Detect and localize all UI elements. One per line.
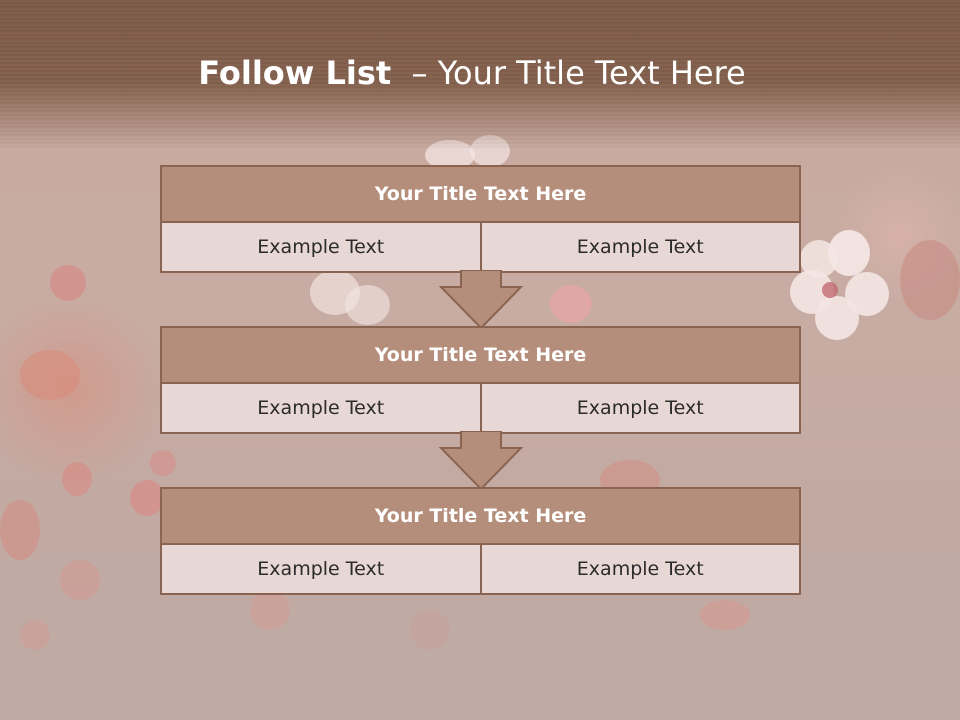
down-arrow-1 — [439, 270, 523, 330]
step-title: Your Title Text Here — [162, 328, 799, 384]
step-cell-left: Example Text — [162, 384, 480, 432]
step-row: Example Text Example Text — [162, 384, 799, 432]
step-row: Example Text Example Text — [162, 545, 799, 593]
title-bold: Follow List — [198, 54, 392, 92]
step-cell-right: Example Text — [479, 223, 799, 271]
slide-title: Follow List – Your Title Text Here — [0, 54, 944, 92]
header-band — [0, 0, 960, 150]
step-title: Your Title Text Here — [162, 167, 799, 223]
step-box-3: Your Title Text Here Example Text Exampl… — [160, 487, 801, 595]
title-rest: – Your Title Text Here — [391, 54, 746, 92]
step-box-2: Your Title Text Here Example Text Exampl… — [160, 326, 801, 434]
step-cell-right: Example Text — [479, 545, 799, 593]
step-cell-right: Example Text — [479, 384, 799, 432]
step-row: Example Text Example Text — [162, 223, 799, 271]
step-box-1: Your Title Text Here Example Text Exampl… — [160, 165, 801, 273]
down-arrow-2 — [439, 431, 523, 491]
step-title: Your Title Text Here — [162, 489, 799, 545]
step-cell-left: Example Text — [162, 545, 480, 593]
step-cell-left: Example Text — [162, 223, 480, 271]
